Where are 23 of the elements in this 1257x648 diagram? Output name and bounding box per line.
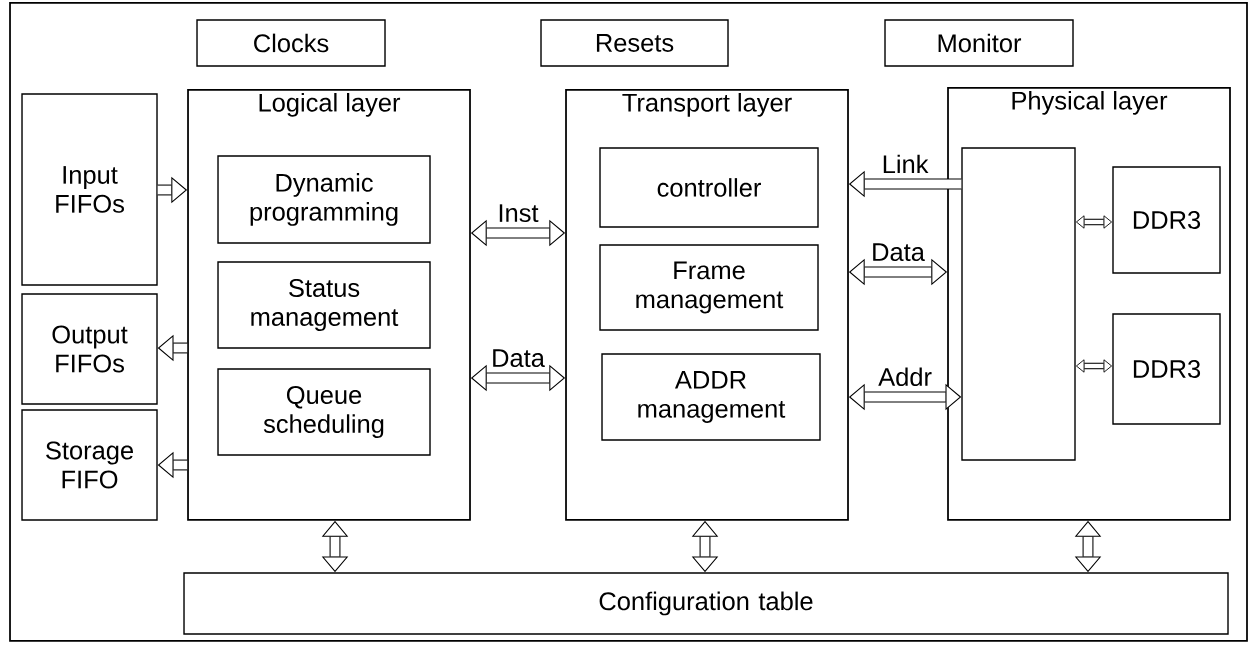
block-box: Configuration table — [183, 572, 1229, 635]
block-box: Queue scheduling — [217, 368, 431, 456]
block-box: Input FIFOs — [21, 93, 158, 286]
block-box: Frame management — [599, 244, 819, 331]
empty-box — [961, 147, 1076, 461]
block-arrow — [1075, 215, 1113, 229]
block-box: Monitor — [884, 19, 1074, 67]
block-arrow — [1075, 359, 1113, 373]
edge-label: Inst — [495, 202, 541, 224]
edge-label: Data — [869, 241, 927, 263]
block-box: controller — [599, 147, 819, 228]
block-box: Status management — [217, 261, 431, 349]
block-box: Storage FIFO — [21, 409, 158, 521]
block-box: DDR3 — [1112, 313, 1221, 425]
block-box: Clocks — [196, 19, 386, 67]
edge-label: Data — [489, 347, 547, 369]
block-box: Output FIFOs — [21, 293, 158, 405]
block-box: DDR3 — [1112, 166, 1221, 274]
edge-label: Addr — [876, 365, 934, 388]
edge-label: Link — [879, 152, 931, 175]
block-box: Resets — [540, 19, 729, 67]
block-box: Dynamic programming — [217, 155, 431, 244]
block-box: ADDR management — [601, 353, 821, 441]
